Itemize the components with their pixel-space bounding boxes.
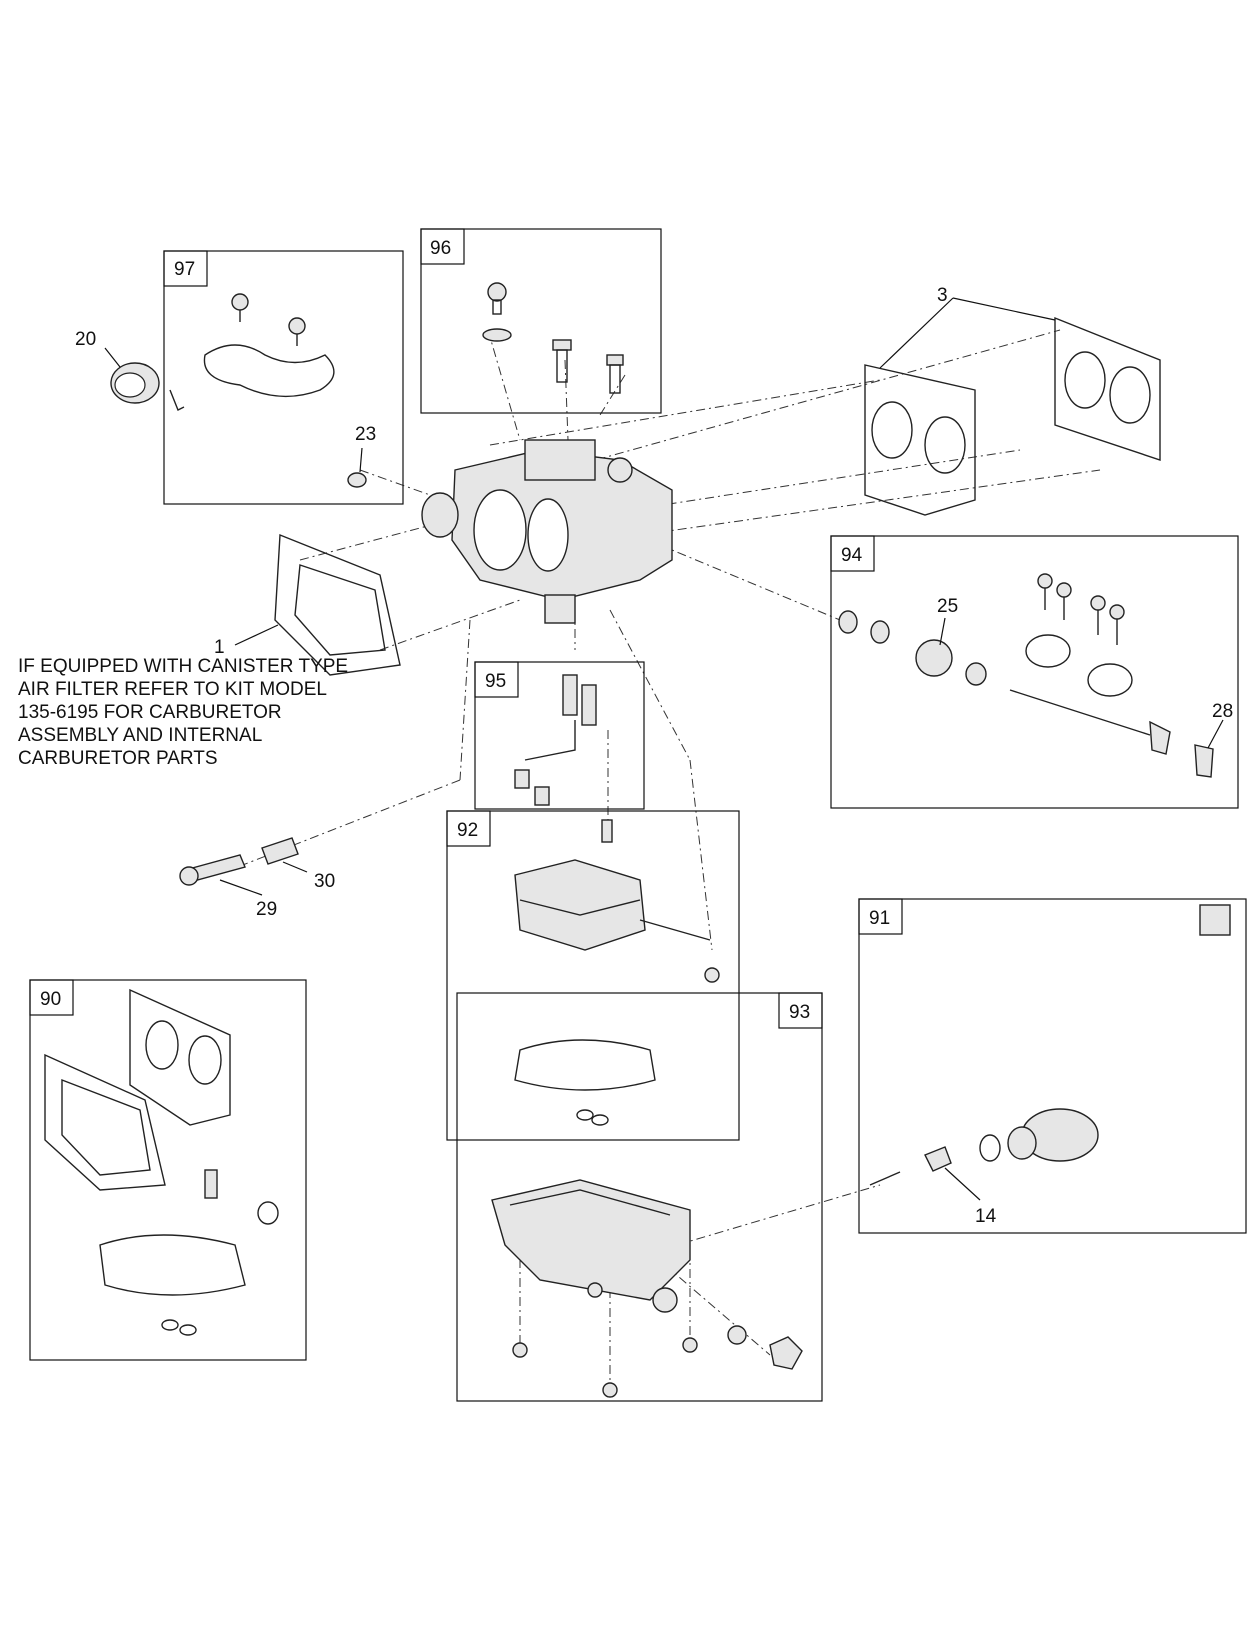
part-25-label: 25 <box>937 596 958 617</box>
emulsion-tube-kit <box>514 674 597 806</box>
jet-kit <box>482 282 624 394</box>
part-23-label: 23 <box>355 424 376 445</box>
kit-96-box: 96 <box>420 228 662 414</box>
kit-97-box: 97 <box>163 250 404 505</box>
kit-97-label: 97 <box>174 259 195 280</box>
choke-shaft-assembly <box>169 293 367 488</box>
gasket-part-3-front <box>864 364 976 516</box>
choke-plate-screw <box>231 293 306 346</box>
kit-94-box: 94 <box>830 535 1239 809</box>
kit-92-box: 92 <box>446 810 740 1141</box>
kit-91-label: 91 <box>869 908 890 929</box>
part-23-spring <box>347 472 367 488</box>
part-3-label: 3 <box>937 285 948 306</box>
leader-lines <box>104 297 1224 1201</box>
kit-93-label: 93 <box>789 1002 810 1023</box>
part-1-label: 1 <box>214 637 225 658</box>
carburetor-body <box>421 439 673 624</box>
kit-95-box: 95 <box>474 661 645 810</box>
part-14-label: 14 <box>975 1206 997 1227</box>
bowl-screws <box>512 1282 698 1398</box>
part-28-clip <box>1194 744 1214 778</box>
part-20-label: 20 <box>75 329 96 350</box>
part-20-cap <box>110 362 160 404</box>
kit-90-label: 90 <box>40 989 61 1010</box>
throttle-shaft-assembly <box>838 573 1214 778</box>
fuel-solenoid <box>869 904 1231 1186</box>
idle-screw-assembly <box>179 837 299 886</box>
float-assembly <box>514 819 720 1126</box>
gasket-part-1 <box>274 533 401 676</box>
gasket-part-3-rear <box>1054 316 1161 461</box>
part-25-spring <box>915 639 953 677</box>
part-14-spring <box>924 1146 952 1172</box>
part-30-spring <box>261 837 299 865</box>
kit-96-label: 96 <box>430 238 451 259</box>
part-30-label: 30 <box>314 871 335 892</box>
kit-93-box: 93 <box>456 992 823 1402</box>
float-bowl <box>491 1179 803 1398</box>
kit-90-box: 90 <box>29 979 307 1361</box>
part-28-label: 28 <box>1212 701 1233 722</box>
kit-91-box: 91 <box>858 898 1247 1234</box>
kit-95-label: 95 <box>485 671 506 692</box>
canister-filter-note: IF EQUIPPED WITH CANISTER TYPE AIR FILTE… <box>18 656 349 769</box>
part-29-label: 29 <box>256 899 277 920</box>
part-labels: 20 23 3 1 25 28 30 29 14 <box>75 285 1233 1227</box>
gasket-set <box>44 988 279 1336</box>
kit-94-label: 94 <box>841 545 863 566</box>
kit-92-label: 92 <box>457 820 478 841</box>
